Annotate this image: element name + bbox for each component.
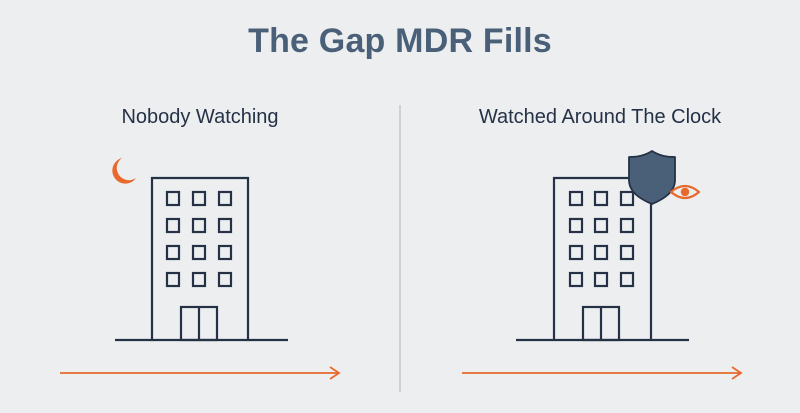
moon-icon [112,158,136,184]
timeline-arrow-icon [462,366,743,380]
right-panel [462,150,743,380]
building-icon [516,176,689,342]
building-icon [115,176,288,342]
panel-label-nobody-watching: Nobody Watching [121,106,279,128]
shield-icon [628,150,676,205]
diagram-title: The Gap MDR Fills [248,22,552,60]
timeline-arrow-icon [60,366,341,380]
eye-icon [669,184,701,200]
left-panel [60,158,341,380]
panel-label-watched-around-the-clock: Watched Around The Clock [478,106,722,128]
